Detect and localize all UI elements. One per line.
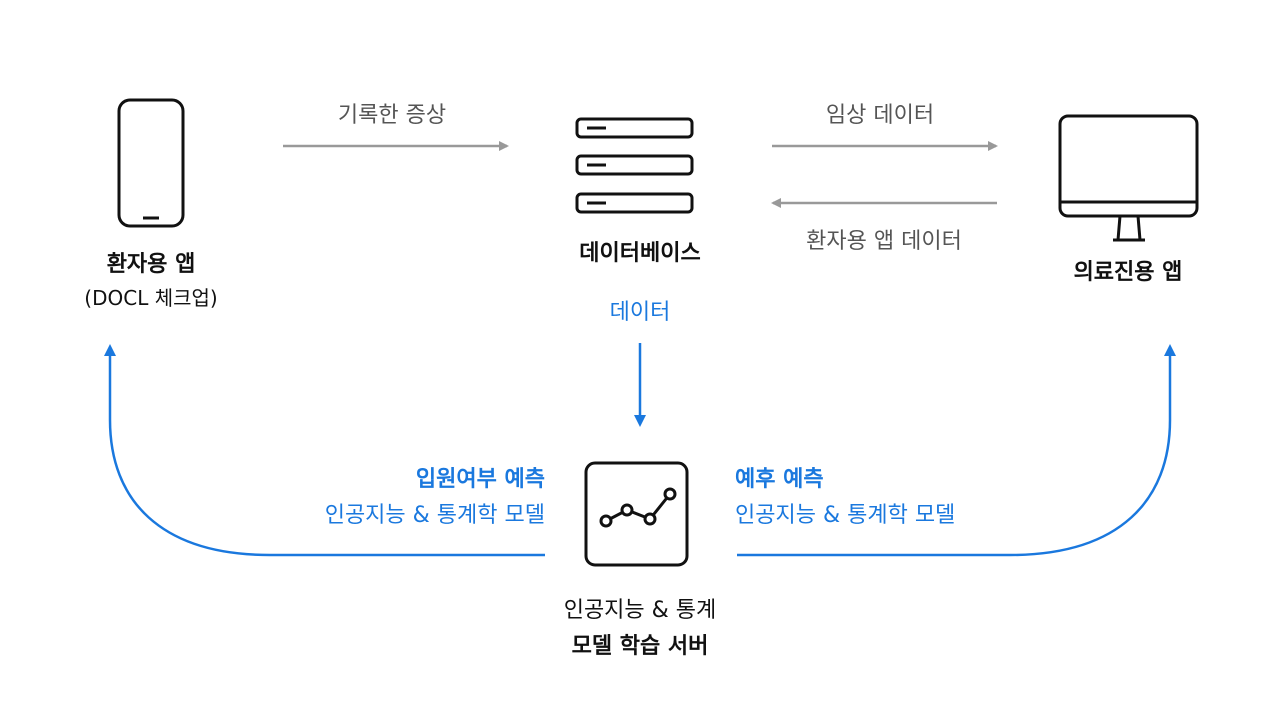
database-title: 데이터베이스 (579, 241, 701, 266)
left-model-title: 입원여부 예측 (415, 467, 545, 492)
left-model-subtitle: 인공지능 & 통계학 모델 (324, 503, 545, 528)
right-model-subtitle: 인공지능 & 통계학 모델 (735, 503, 956, 528)
label-recorded-symptoms: 기록한 증상 (337, 103, 447, 128)
line-chart-icon (584, 461, 689, 567)
arrow-to-patient-app (104, 344, 545, 557)
label-data: 데이터 (609, 300, 671, 325)
arrow-to-clinician-app (737, 344, 1176, 557)
clinician-app-title: 의료진용 앱 (1073, 260, 1183, 285)
monitor-icon (1058, 114, 1199, 242)
patient-app-title: 환자용 앱 (106, 252, 196, 277)
label-clinical-data: 임상 데이터 (825, 103, 935, 128)
server-label-line2: 모델 학습 서버 (571, 634, 709, 659)
patient-app-subtitle: (DOCL 체크업) (84, 286, 218, 310)
label-patient-app-data: 환자용 앱 데이터 (806, 229, 962, 254)
server-icon (575, 117, 694, 214)
right-model-title: 예후 예측 (735, 467, 824, 492)
server-label-line1: 인공지능 & 통계 (563, 598, 717, 623)
smartphone-icon (117, 98, 185, 228)
